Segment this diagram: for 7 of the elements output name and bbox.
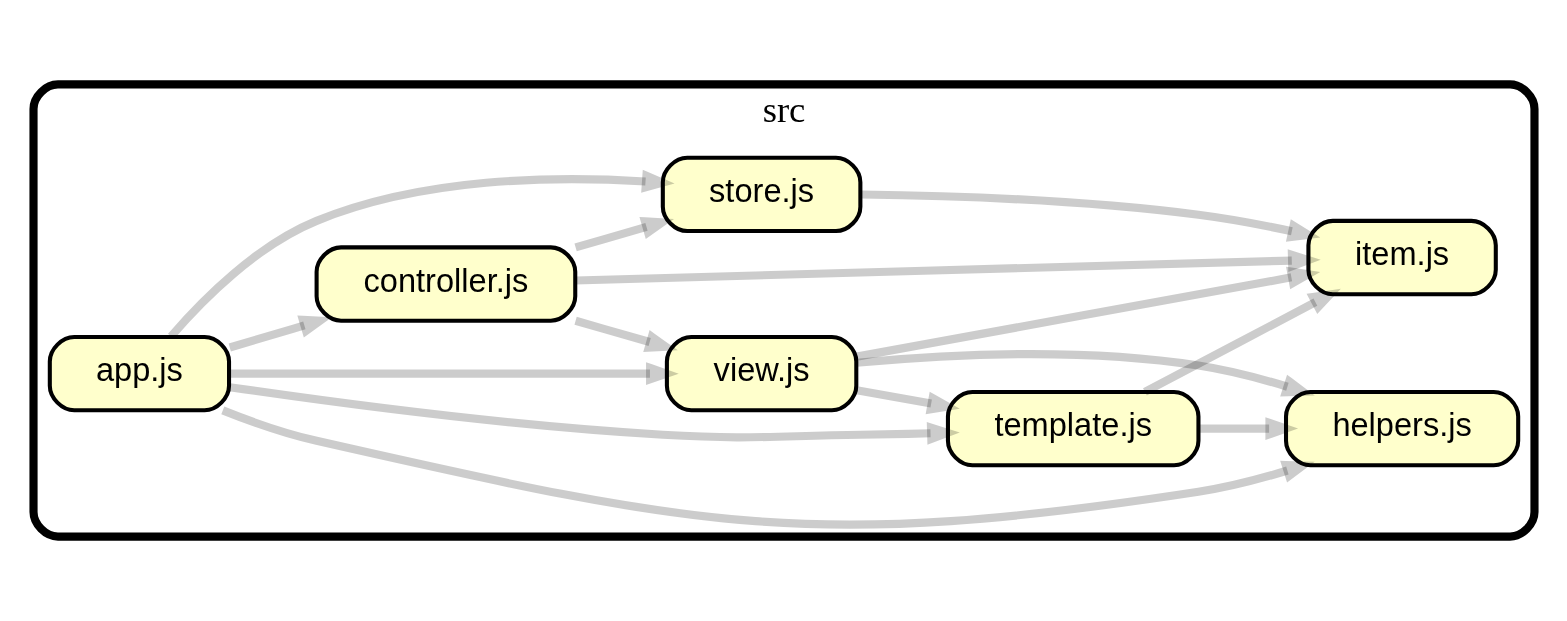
node-box: controller.js (314, 245, 577, 323)
node-box: store.js (660, 155, 862, 234)
node-box: app.js (47, 334, 231, 413)
node-box: view.js (664, 334, 858, 413)
node-box: template.js (945, 389, 1200, 468)
node-box: item.js (1305, 218, 1498, 297)
node-box: helpers.js (1283, 389, 1520, 468)
